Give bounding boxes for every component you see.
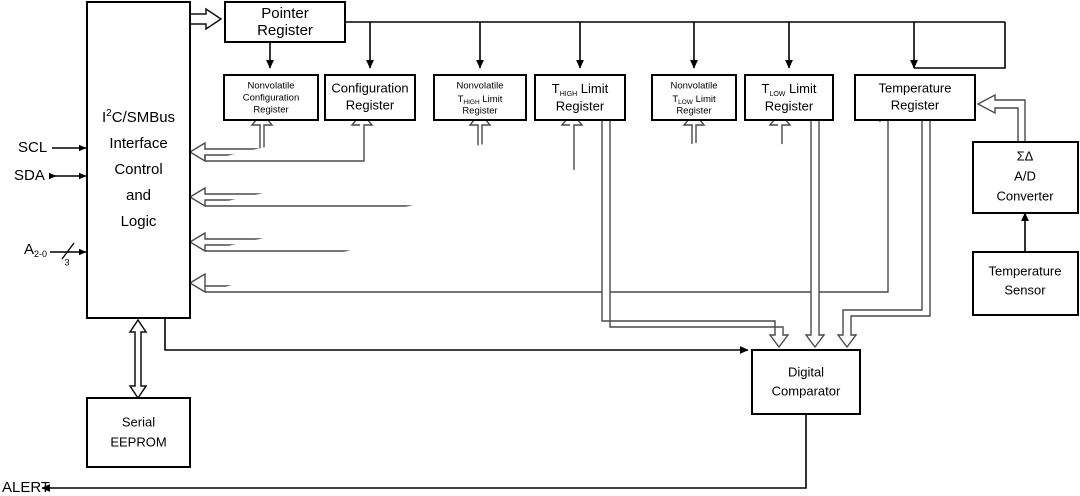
nv-tlow-t: T (672, 94, 678, 105)
adc-to-temperature-register-bus (976, 93, 1026, 143)
svg-text:THIGH Limit: THIGH Limit (552, 81, 609, 97)
interface-label-logic: Logic (121, 213, 157, 230)
block-temperature-sensor[interactable]: Temperature Sensor (972, 251, 1079, 316)
nv-config-line1: Nonvolatile (248, 81, 295, 92)
pin-label-address-sub: 2-0 (34, 249, 47, 259)
adc-line3: Converter (996, 188, 1054, 203)
nv-tlow-line3: Register (676, 106, 711, 117)
adc-line1: ΣΔ (1017, 148, 1034, 163)
pointer-distribution-bus (266, 21, 1006, 69)
nv-tlow-sub: LOW (678, 99, 694, 106)
nv-thigh-sub: HIGH (463, 99, 480, 106)
serial-eeprom-line2: EEPROM (110, 434, 166, 449)
nv-config-line2: Configuration (243, 93, 300, 104)
pin-label-scl: SCL (18, 139, 47, 156)
block-serial-eeprom[interactable]: Serial EEPROM (86, 397, 191, 468)
digital-comparator-line1: Digital (788, 364, 824, 379)
temperature-register-line1: Temperature (879, 80, 952, 95)
interface-label-sup: 2 (106, 108, 112, 119)
block-tlow-limit-register[interactable]: TLOW Limit Register (744, 74, 834, 121)
thigh-limit: Limit (577, 81, 608, 96)
interface-eeprom-bus (128, 318, 148, 400)
pin-label-sda: SDA (14, 167, 45, 184)
nv-thigh-line1: Nonvolatile (457, 81, 504, 92)
config-register-line1: Configuration (331, 80, 408, 95)
bus-temperature-to-interface (188, 120, 889, 294)
svg-text:A2-0: A2-0 (24, 241, 47, 259)
bus-width-label: 3 (64, 257, 69, 267)
tlow-line2: Register (765, 98, 814, 113)
pointer-register-line1: Pointer (261, 5, 309, 22)
block-nonvolatile-tlow-limit-register[interactable]: Nonvolatile TLOW Limit Register (651, 74, 737, 121)
svg-text:TLOW Limit: TLOW Limit (672, 94, 716, 106)
block-configuration-register[interactable]: Configuration Register (324, 74, 416, 121)
nv-thigh-t: T (458, 94, 464, 105)
block-pointer-register[interactable]: Pointer Register (224, 1, 346, 43)
pin-label-alert: ALERT (2, 479, 50, 496)
tlow-sub: LOW (769, 91, 785, 98)
nv-tlow-line1: Nonvolatile (671, 81, 718, 92)
serial-eeprom-line1: Serial (122, 414, 155, 429)
interface-label-interface: Interface (109, 135, 167, 152)
adc-line2: A/D (1014, 168, 1036, 183)
block-nonvolatile-thigh-limit-register[interactable]: Nonvolatile THIGH Limit Register (433, 74, 527, 121)
bus-registers-to-comparator (601, 120, 931, 349)
tlow-limit: Limit (785, 81, 816, 96)
interface-to-pointer-arrow (189, 7, 223, 31)
config-register-line2: Register (346, 97, 395, 112)
temperature-register-line2: Register (891, 97, 940, 112)
interface-label-and: and (126, 187, 151, 204)
block-temperature-register[interactable]: Temperature Register (854, 74, 976, 121)
svg-text:I2C/SMBus: I2C/SMBus (102, 108, 175, 126)
block-thigh-limit-register[interactable]: THIGH Limit Register (534, 74, 626, 121)
nv-config-line3: Register (253, 105, 288, 116)
alert-output-wire (41, 414, 807, 492)
svg-text:THIGH Limit: THIGH Limit (458, 94, 503, 106)
block-adc[interactable]: ΣΔ A/D Converter (972, 141, 1079, 214)
pin-label-address: A (24, 241, 34, 258)
block-digital-comparator[interactable]: Digital Comparator (751, 349, 861, 415)
nv-thigh-line3: Register (462, 106, 497, 117)
nv-thigh-limit: Limit (480, 94, 503, 105)
interface-label-control: Control (114, 161, 162, 178)
thigh-line2: Register (556, 98, 605, 113)
interface-to-comparator-wire (164, 318, 749, 354)
block-i2c-interface[interactable]: I2C/SMBus Interface Control and Logic (86, 1, 191, 319)
interface-label-smbus: C/SMBus (112, 109, 175, 126)
svg-text:TLOW Limit: TLOW Limit (762, 81, 817, 97)
temperature-sensor-line2: Sensor (1004, 282, 1046, 297)
thigh-sub: HIGH (560, 91, 578, 98)
temperature-sensor-line1: Temperature (989, 263, 1062, 278)
tlow-t: T (762, 81, 770, 96)
nv-tlow-limit: Limit (693, 94, 716, 105)
thigh-t: T (552, 81, 560, 96)
block-nonvolatile-configuration-register[interactable]: Nonvolatile Configuration Register (223, 74, 319, 121)
digital-comparator-line2: Comparator (772, 383, 841, 398)
address-input-wire (50, 242, 87, 260)
interface-label-i: I (102, 109, 106, 126)
pointer-register-line2: Register (257, 22, 313, 39)
